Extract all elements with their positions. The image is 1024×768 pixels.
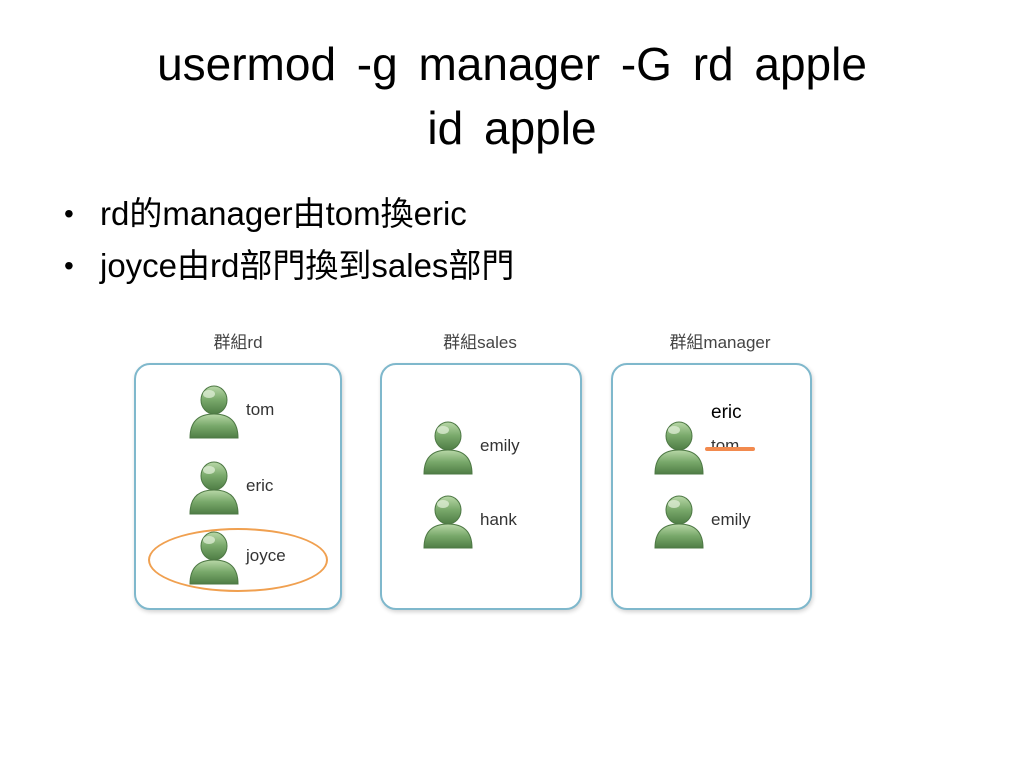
user-icon [420,490,476,550]
group-manager-box [611,363,812,610]
member-name: hank [480,510,517,529]
member-name: emily [480,436,520,455]
bullet-item: • rd的manager由tom換eric [58,188,514,240]
bullet-text: joyce由rd部門換到sales部門 [100,247,515,284]
user-icon [420,416,476,476]
group-rd-label: 群組rd [213,333,263,352]
group-sales-label: 群組sales [443,333,517,352]
group-manager-label: 群組manager [669,333,771,352]
member-name: tom [246,400,275,419]
bullet-text: rd的manager由tom換eric [100,195,467,232]
member-name: emily [711,510,751,529]
bullet-item: • joyce由rd部門換到sales部門 [58,240,514,292]
member-name: tom [711,436,740,455]
user-icon [186,380,242,440]
bullet-list: • rd的manager由tom換eric • joyce由rd部門換到sale… [58,188,514,292]
user-icon [651,416,707,476]
strikethrough-line [705,447,755,451]
bullet-icon: • [64,198,74,229]
highlight-ellipse [148,528,328,592]
slide-title: usermod -g manager -G rd apple id apple [0,32,1024,160]
new-manager-label: eric [711,402,742,423]
member-name: eric [246,476,274,495]
group-sales-box [380,363,582,610]
user-icon [186,456,242,516]
user-icon [651,490,707,550]
title-second-line: id apple [427,102,597,154]
bullet-icon: • [64,250,74,281]
title-command-line: usermod -g manager -G rd apple [157,38,867,90]
